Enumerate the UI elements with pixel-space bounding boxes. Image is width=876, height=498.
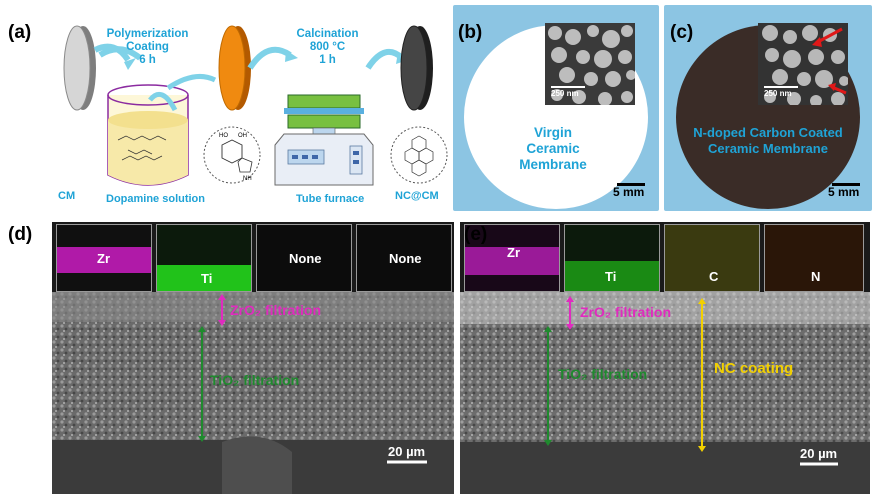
d-map-zr: Zr <box>56 224 152 292</box>
e-nc-label: NC coating <box>714 360 794 377</box>
panel-c-scale <box>828 183 860 186</box>
panel-d-sem-image <box>52 292 454 494</box>
cm-disk <box>63 25 96 111</box>
dopamine-beaker <box>107 84 189 186</box>
panel-c-label: (c) <box>670 22 694 43</box>
svg-text:NH: NH <box>243 176 252 182</box>
nc-sem-inset: 250 nm <box>758 23 848 105</box>
nc-title: N-doped Carbon Coated Ceramic Membrane <box>693 125 843 156</box>
dopamine-label: Dopamine solution <box>106 193 205 205</box>
nccm-disk <box>400 25 433 111</box>
tube-furnace-icon <box>274 94 374 186</box>
e-map-c: C <box>664 224 760 292</box>
panel-e-label: (e) <box>464 224 488 245</box>
panel-e-arrows <box>544 296 838 466</box>
panel-b-label: (b) <box>458 22 483 43</box>
panel-a-label: (a) <box>8 22 32 43</box>
d-map-none-1-label: None <box>289 251 322 266</box>
virgin-inset-scale: 250 nm <box>551 89 579 98</box>
d-map-ti: Ti <box>156 224 252 292</box>
e-map-ti: Ti <box>564 224 660 292</box>
panel-d-arrows <box>198 294 427 464</box>
virgin-sem-inset: 250 nm <box>545 23 635 105</box>
d-scale-text: 20 µm <box>388 444 426 459</box>
step2-label: Calcination 800 °C 1 h <box>296 28 359 66</box>
d-map-zr-label: Zr <box>97 251 110 266</box>
nc-inset-scale: 250 nm <box>764 89 792 98</box>
panel-b-scale <box>613 183 645 187</box>
e-map-c-label: C <box>709 269 719 284</box>
e-map-zr-label: Zr <box>507 245 520 260</box>
panel-e: Zr Ti C N ZrO₂ filtration TiO₂ filtratio… <box>460 222 870 494</box>
panel-c: 250 nm N-doped Carbon Coated Ceramic Mem… <box>664 5 872 211</box>
panel-b-scale-text: 5 mm <box>613 185 645 199</box>
cm-label: CM <box>58 190 76 202</box>
e-map-zr: Zr <box>464 224 560 292</box>
d-map-none-1: None <box>256 224 352 292</box>
panel-b: 250 nm Virgin Ceramic Membrane 5 mm <box>453 5 659 211</box>
panel-d: Zr Ti None None ZrO₂ filtration TiO₂ fil… <box>52 222 454 494</box>
e-map-n: N <box>764 224 864 292</box>
d-zro2-label: ZrO₂ filtration <box>230 302 321 318</box>
svg-text:HO: HO <box>219 133 228 139</box>
orange-disk <box>218 25 251 111</box>
nccm-label: NC@CM <box>395 190 439 202</box>
d-map-none-2: None <box>356 224 452 292</box>
virgin-title: Virgin Ceramic Membrane <box>519 125 587 172</box>
panel-c-scale-text: 5 mm <box>828 185 860 199</box>
panel-d-label: (d) <box>8 224 33 245</box>
furnace-label: Tube furnace <box>296 193 365 205</box>
e-map-n-label: N <box>811 269 821 284</box>
step1-label: Polymerization Coating 6 h <box>106 28 189 66</box>
panel-a-schematic: HO OH NH <box>63 25 448 186</box>
svg-text:OH: OH <box>238 133 247 139</box>
d-map-none-2-label: None <box>389 251 422 266</box>
d-map-ti-label: Ti <box>201 271 213 286</box>
e-scale-text: 20 µm <box>800 446 838 461</box>
d-tio2-label: TiO₂ filtration <box>210 372 300 388</box>
pda-structure-icon: HO OH NH <box>203 126 261 184</box>
nc-structure-icon <box>390 126 448 184</box>
e-zro2-label: ZrO₂ filtration <box>580 304 671 320</box>
panel-e-sem-image <box>460 292 870 494</box>
e-map-ti-label: Ti <box>605 269 617 284</box>
e-tio2-label: TiO₂ filtration <box>558 366 648 382</box>
